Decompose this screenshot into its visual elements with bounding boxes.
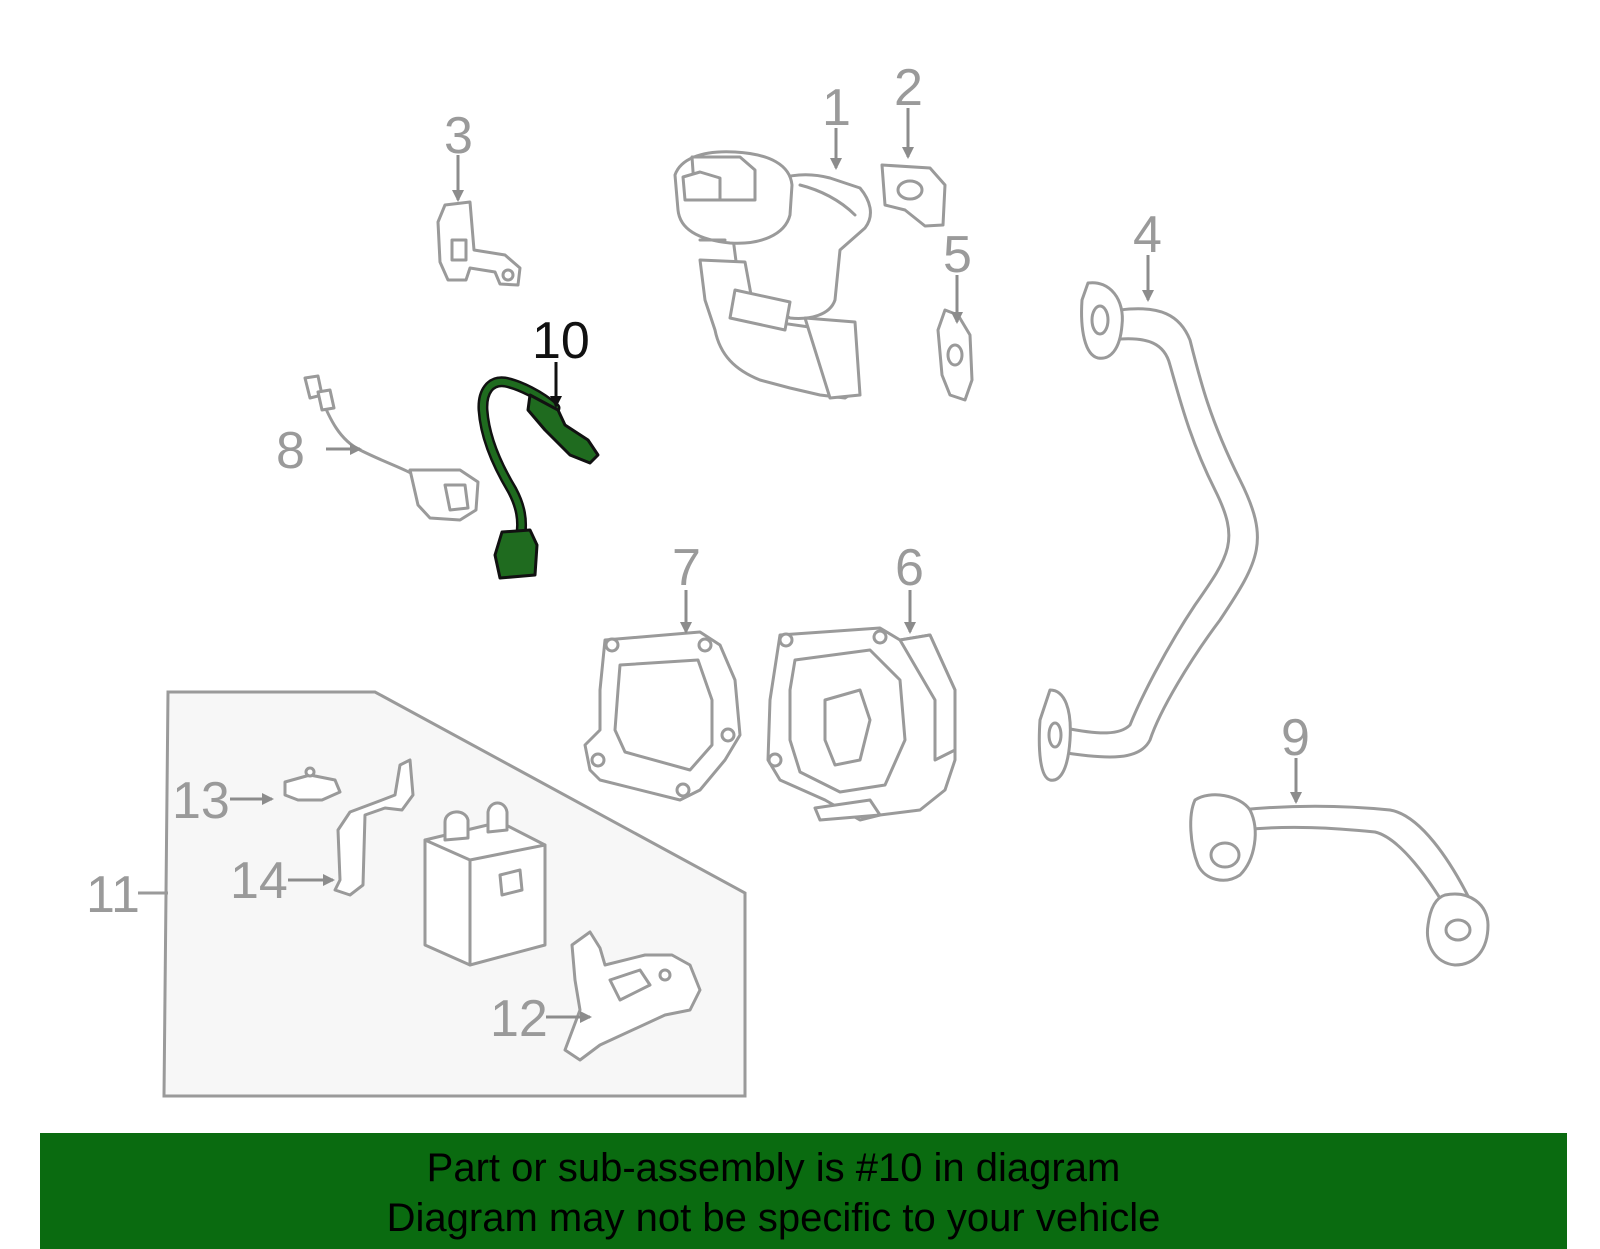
part-7-gasket[interactable]	[583, 630, 742, 802]
part-10-oxygen-sensor-highlighted[interactable]	[477, 376, 600, 580]
callout-3[interactable]: 3	[444, 107, 473, 165]
callout-labels: 1 2 3 4 5 6 7 8 9 10 11 12 13 14	[86, 59, 1310, 1048]
callout-arrows	[230, 108, 1302, 1023]
callout-12[interactable]: 12	[490, 990, 548, 1048]
callout-5[interactable]: 5	[943, 226, 972, 284]
part-5-gasket[interactable]	[936, 308, 974, 402]
parts-diagram: 1 2 3 4 5 6 7 8 9 10 11 12 13 14	[86, 59, 1490, 1098]
callout-8[interactable]: 8	[276, 422, 305, 480]
callout-1[interactable]: 1	[822, 79, 851, 137]
callout-2[interactable]: 2	[894, 59, 923, 117]
part-14-bracket[interactable]	[333, 758, 415, 897]
callout-7[interactable]: 7	[672, 539, 701, 597]
callout-9[interactable]: 9	[1281, 709, 1310, 767]
part-12-bracket[interactable]	[563, 930, 702, 1062]
callout-13[interactable]: 13	[172, 772, 230, 830]
part-6-egr-cooler[interactable]	[766, 626, 957, 822]
callout-11[interactable]: 11	[86, 866, 140, 924]
part-9-pipe[interactable]	[1189, 793, 1490, 967]
part-1-egr-valve[interactable]	[673, 150, 872, 400]
part-2-gasket[interactable]	[880, 163, 947, 228]
part-8-oxygen-sensor[interactable]	[303, 374, 480, 522]
banner-line-disclaimer: Diagram may not be specific to your vehi…	[386, 1196, 1161, 1240]
part-4-egr-pipe[interactable]	[1037, 281, 1259, 782]
banner-line-part: Part or sub-assembly is #10 in diagram	[426, 1146, 1121, 1190]
part-canister[interactable]	[423, 801, 547, 967]
part-13-sensor[interactable]	[283, 766, 342, 802]
callout-4[interactable]: 4	[1133, 206, 1162, 264]
part-3-bracket[interactable]	[436, 200, 522, 287]
callout-14[interactable]: 14	[230, 852, 288, 910]
callout-10[interactable]: 10	[532, 312, 590, 370]
callout-6[interactable]: 6	[895, 539, 924, 597]
info-banner: Part or sub-assembly is #10 in diagram D…	[40, 1133, 1567, 1249]
